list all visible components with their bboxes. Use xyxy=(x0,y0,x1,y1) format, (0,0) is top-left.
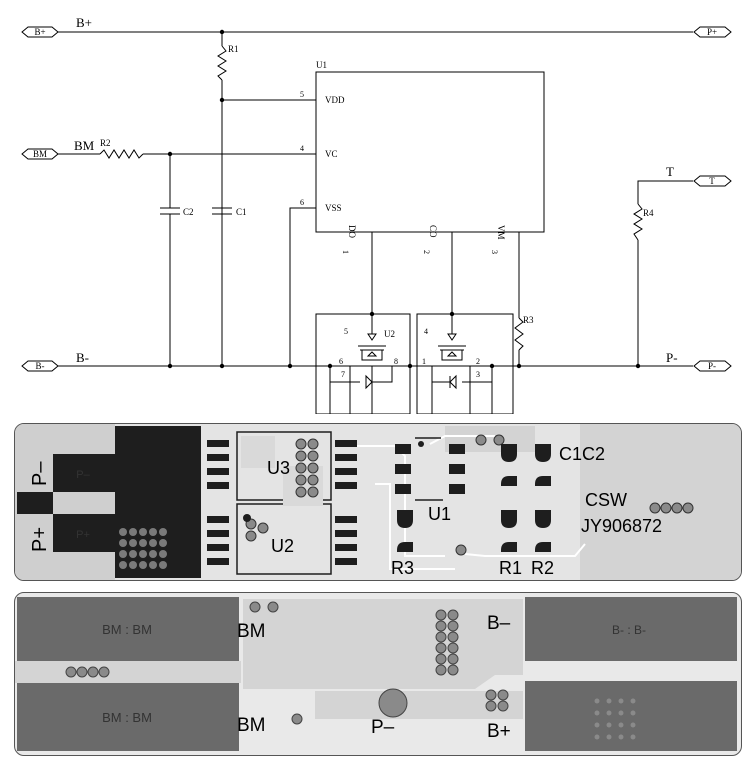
pad-bm-top: BM : BM xyxy=(102,622,152,637)
port-pminus xyxy=(693,360,732,372)
schematic: B+ P+ BM T B- P- B+ BM T B- P- U1 R1 R2 … xyxy=(21,15,732,414)
pad-p-plus-label: P+ xyxy=(76,529,90,541)
port-bm-label: BM xyxy=(33,149,47,159)
pcb-top-layer: P– P+ P– P+ U3 U2 xyxy=(14,423,742,581)
label-bm-bottom: BM xyxy=(237,715,266,736)
u1-pin-co: CO xyxy=(428,225,438,238)
ref-r2: R2 xyxy=(100,138,111,148)
mos-pin-8: 8 xyxy=(394,357,398,366)
label-model: JY906872 xyxy=(581,516,662,536)
port-t xyxy=(693,175,732,187)
port-bminus xyxy=(21,360,59,372)
label-pminus: P– xyxy=(371,717,395,738)
port-bminus-label: B- xyxy=(36,361,45,371)
label-r2: R2 xyxy=(531,558,554,578)
ref-r3: R3 xyxy=(523,315,534,325)
port-bplus-label: B+ xyxy=(34,27,45,37)
ref-r1: R1 xyxy=(228,44,239,54)
mos-pin-4: 4 xyxy=(424,327,428,336)
pin-num-4: 4 xyxy=(300,144,304,153)
label-bplus: B+ xyxy=(487,721,511,742)
mos-pin-6: 6 xyxy=(339,357,343,366)
label-u2: U2 xyxy=(271,536,294,556)
ref-u2: U2 xyxy=(384,329,395,339)
port-bplus xyxy=(21,26,59,38)
pin-num-6: 6 xyxy=(300,198,304,207)
mos-pin-1: 1 xyxy=(422,357,426,366)
net-bplus: B+ xyxy=(76,15,92,30)
label-u1: U1 xyxy=(428,504,451,524)
net-bminus: B- xyxy=(76,350,89,365)
u1-pin-vc: VC xyxy=(325,149,338,159)
mos-pin-3: 3 xyxy=(476,370,480,379)
mos-pin-2: 2 xyxy=(476,357,480,366)
label-r1: R1 xyxy=(499,558,522,578)
net-bm: BM xyxy=(74,138,95,153)
label-p-minus: P– xyxy=(29,461,51,486)
label-p-plus: P+ xyxy=(29,527,51,552)
pin-num-2: 2 xyxy=(422,250,431,254)
label-r3: R3 xyxy=(391,558,414,578)
pad-bm-bottom: BM : BM xyxy=(102,710,152,725)
u1-pin-vss: VSS xyxy=(325,203,342,213)
port-pplus xyxy=(693,26,732,38)
net-t: T xyxy=(666,164,674,179)
u1-pin-vdd: VDD xyxy=(325,95,345,105)
port-t-label: T xyxy=(709,176,715,186)
label-bm-top: BM xyxy=(237,621,266,642)
port-pplus-label: P+ xyxy=(707,27,717,37)
net-pminus: P- xyxy=(666,350,678,365)
pin-num-3: 3 xyxy=(490,250,499,254)
label-u3: U3 xyxy=(267,458,290,478)
ref-r4: R4 xyxy=(643,208,654,218)
pad-p-minus-label: P– xyxy=(76,469,90,481)
ref-c1: C1 xyxy=(236,207,247,217)
label-bminus: B– xyxy=(487,613,511,634)
ref-c2: C2 xyxy=(183,207,194,217)
u1-pin-do: DO xyxy=(347,225,357,238)
label-csw: CSW xyxy=(585,490,627,510)
pin-num-5: 5 xyxy=(300,90,304,99)
ref-u1: U1 xyxy=(316,60,327,70)
pcb-bottom-layer: BM : BM BM : BM B- : B- BM BM B– P– B+ xyxy=(14,592,742,756)
u1-pin-vm: VM xyxy=(496,225,506,240)
port-bm xyxy=(21,148,59,160)
port-pminus-label: P- xyxy=(708,361,716,371)
pin-num-1: 1 xyxy=(341,250,350,254)
mos-pin-5: 5 xyxy=(344,327,348,336)
label-c1c2: C1C2 xyxy=(559,444,605,464)
pad-bminus: B- : B- xyxy=(612,623,646,637)
mos-pin-7: 7 xyxy=(341,370,345,379)
